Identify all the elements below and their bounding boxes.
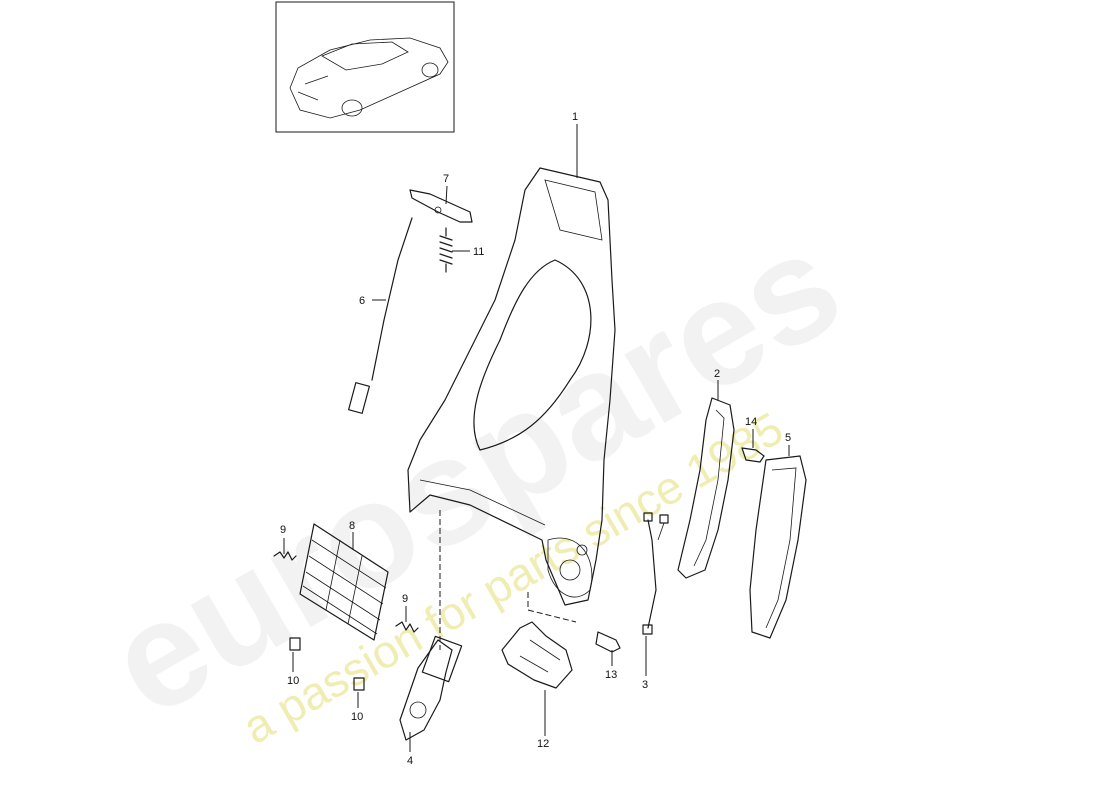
callout-8: 8 bbox=[349, 520, 355, 532]
part-release-cable[interactable] bbox=[348, 217, 413, 414]
part-wiring-harness[interactable] bbox=[642, 512, 669, 635]
part-clip-right[interactable] bbox=[353, 677, 365, 691]
callout-9-left: 9 bbox=[280, 524, 286, 536]
part-side-panel[interactable] bbox=[677, 397, 735, 579]
part-trim-cover[interactable] bbox=[749, 455, 807, 639]
callout-7: 7 bbox=[443, 173, 449, 185]
car-icon bbox=[289, 37, 449, 119]
watermark-logo: eurospares bbox=[82, 198, 866, 748]
callout-1: 1 bbox=[572, 111, 578, 123]
part-bolt-14[interactable] bbox=[741, 447, 765, 463]
assembly-lines bbox=[439, 510, 577, 650]
callout-12: 12 bbox=[537, 738, 549, 750]
callout-4: 4 bbox=[407, 755, 413, 767]
leader-lines bbox=[283, 124, 790, 752]
part-spring-right[interactable] bbox=[395, 621, 419, 633]
callout-10-left: 10 bbox=[287, 675, 299, 687]
callout-9-right: 9 bbox=[402, 593, 408, 605]
part-bolt-13[interactable] bbox=[595, 631, 621, 653]
callout-14: 14 bbox=[745, 416, 757, 428]
callout-6: 6 bbox=[359, 295, 365, 307]
car-thumbnail[interactable] bbox=[275, 1, 455, 133]
part-lever-bracket[interactable] bbox=[409, 189, 473, 223]
watermark: eurospares a passion for parts since 198… bbox=[82, 198, 866, 754]
callout-11: 11 bbox=[473, 246, 484, 258]
callout-3: 3 bbox=[642, 679, 648, 691]
callout-5: 5 bbox=[785, 432, 791, 444]
callout-10-right: 10 bbox=[351, 711, 363, 723]
part-clip-left[interactable] bbox=[289, 637, 301, 651]
callout-13: 13 bbox=[605, 669, 617, 681]
callouts: 1 2 3 4 5 6 7 8 9 9 10 10 11 12 13 14 bbox=[280, 111, 791, 767]
part-spring-left[interactable] bbox=[273, 551, 297, 561]
part-coil-spring[interactable] bbox=[439, 227, 453, 273]
callout-2: 2 bbox=[714, 368, 720, 380]
part-lumbar-mat[interactable] bbox=[299, 523, 389, 641]
part-motor[interactable] bbox=[399, 635, 463, 741]
part-backrest-frame[interactable] bbox=[407, 167, 616, 606]
part-latch[interactable] bbox=[501, 621, 573, 689]
